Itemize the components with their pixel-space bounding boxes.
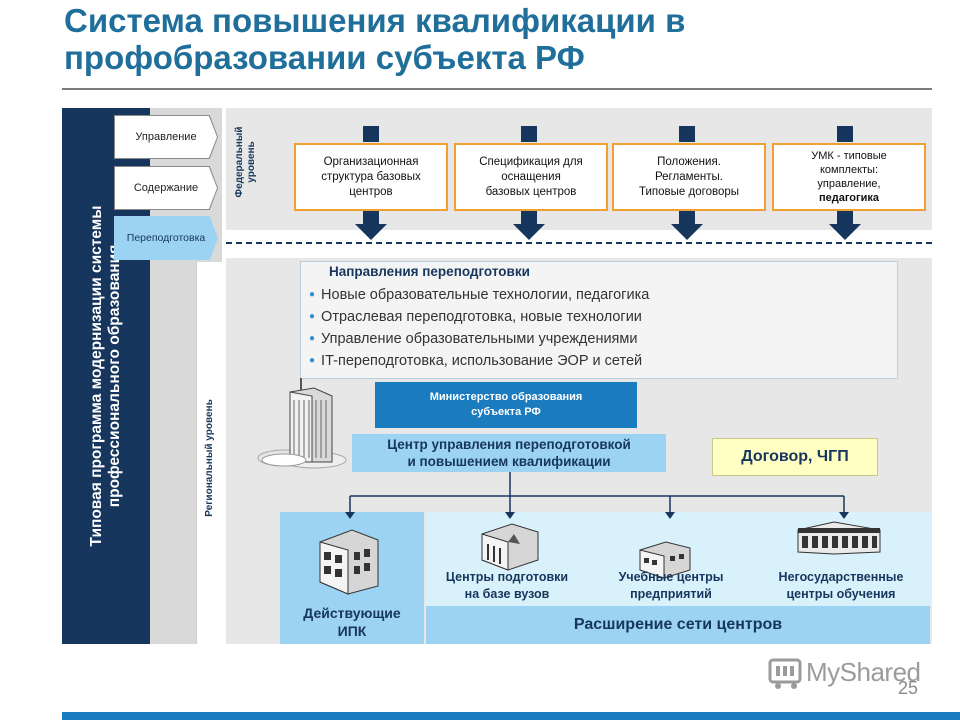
- enterprise-centers-label: Учебные центры предприятий: [596, 569, 746, 603]
- tab-content[interactable]: Содержание: [115, 167, 217, 209]
- direction-item: ● IT-переподготовка, использование ЭОР и …: [309, 353, 642, 369]
- direction-item: ● Отраслевая переподготовка, новые технол…: [309, 309, 642, 325]
- centers-1-line-1: Центры подготовки: [445, 570, 569, 584]
- directions-title: Направления переподготовки: [329, 264, 530, 279]
- federal-box-umk: УМК - типовые комплекты: управление, педаго…: [772, 143, 926, 211]
- fed-box-2-line-1: Спецификация для: [479, 155, 583, 168]
- ministry-line-1: Министерство образования: [429, 391, 583, 403]
- university-icon: [481, 523, 539, 571]
- fed-box-2-line-2: оснащения: [501, 170, 561, 183]
- centers-2-line-1: Учебные центры: [618, 570, 724, 584]
- center-line-2: и повышением квалификации: [407, 454, 611, 469]
- centers-2-line-2: предприятий: [630, 587, 712, 601]
- university-centers-label: Центры подготовки на базе вузов: [430, 569, 584, 603]
- federal-box-structure: Организационная структура базовых центров: [294, 143, 448, 211]
- ipk-line-1: Действующие: [303, 605, 401, 621]
- page-number: 25: [898, 678, 919, 698]
- direction-item: ● Новые образовательные технологии, педаг…: [309, 287, 649, 303]
- direction-item-text: Управление образовательными учреждениями: [321, 331, 638, 347]
- ipk-line-2: ИПК: [337, 623, 367, 639]
- fed-box-3-line-1: Положения.: [657, 155, 721, 168]
- regional-label-strip: [196, 262, 223, 644]
- cart-logo-icon: [768, 658, 802, 689]
- watermark: MyShared: [806, 657, 921, 687]
- centers-3-line-2: центры обучения: [786, 587, 896, 601]
- direction-item: ● Управление образовательными учреждениям…: [309, 331, 637, 347]
- retraining-directions-box: Направления переподготовки ● Новые образо…: [300, 261, 898, 379]
- direction-item-text: IT-переподготовка, использование ЭОР и с…: [321, 353, 643, 369]
- page-title: Система повышения квалификации в профобр…: [64, 2, 944, 76]
- tab-management[interactable]: Управление: [115, 116, 217, 158]
- tab-content-label: Содержание: [133, 182, 199, 194]
- bullet-icon: ●: [309, 311, 316, 322]
- title-line-2: профобразовании субъекта РФ: [64, 39, 585, 76]
- centers-3-line-1: Негосударственные: [778, 570, 904, 584]
- tab-retraining[interactable]: Переподготовка: [114, 216, 218, 260]
- direction-item-text: Отраслевая переподготовка, новые техноло…: [321, 309, 642, 325]
- fed-box-3-line-3: Типовые договоры: [638, 185, 739, 198]
- private-centers-label: Негосударственные центры обучения: [756, 569, 926, 603]
- federal-box-specification: Спецификация для оснащения базовых центров: [454, 143, 608, 211]
- private-center-icon: [797, 521, 881, 555]
- level-separator: [226, 242, 932, 244]
- fed-box-4-line-4: педагогика: [819, 192, 879, 204]
- title-line-1: Система повышения квалификации в: [64, 2, 686, 39]
- tab-retraining-label: Переподготовка: [126, 232, 206, 244]
- fed-box-1-line-3: центров: [349, 185, 393, 198]
- ministry-building-icon: [257, 378, 347, 469]
- enterprise-building-icon: [639, 541, 691, 579]
- ministry-line-2: субъекта РФ: [471, 406, 541, 418]
- network-expansion-bar: Расширение сети центров: [426, 606, 930, 644]
- bullet-icon: ●: [309, 333, 316, 344]
- ministry-box: Министерство образования субъекта РФ: [375, 382, 637, 428]
- fed-box-3-line-2: Регламенты.: [654, 170, 723, 183]
- centers-1-line-2: на базе вузов: [464, 587, 550, 601]
- fed-box-4-line-2: комплекты:: [819, 164, 879, 176]
- fed-box-1-line-2: структура базовых: [321, 170, 421, 183]
- fed-box-4-line-1: УМК - типовые: [811, 150, 887, 162]
- bullet-icon: ●: [309, 289, 316, 300]
- bottom-bar: [62, 712, 960, 720]
- tab-management-label: Управление: [135, 131, 197, 143]
- center-line-1: Центр управления переподготовкой: [387, 437, 631, 452]
- bullet-icon: ●: [309, 355, 316, 366]
- fed-box-1-line-1: Организационная: [323, 155, 419, 168]
- fed-box-2-line-3: базовых центров: [485, 185, 577, 198]
- ipk-building-icon: [319, 529, 379, 595]
- title-divider: [62, 88, 932, 90]
- direction-item-text: Новые образовательные технологии, педаго…: [321, 287, 650, 303]
- federal-box-regulations: Положения. Регламенты. Типовые договоры: [612, 143, 766, 211]
- management-center-box: Центр управления переподготовкой и повыше…: [352, 434, 666, 472]
- contract-box: Договор, ЧГП: [712, 438, 878, 476]
- fed-box-4-line-3: управление,: [817, 178, 881, 190]
- existing-ipk-label: Действующие ИПК: [280, 604, 424, 640]
